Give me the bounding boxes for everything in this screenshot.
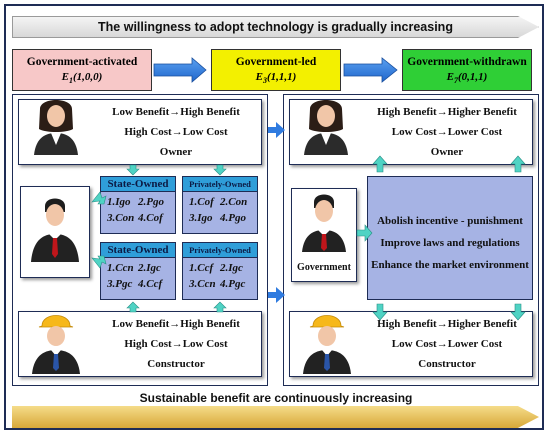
strategy-item: 3.Igo [189,212,213,224]
right-arrow-icon [356,224,373,242]
phase-government-led: Government-led E3(1,1,1) [211,49,341,91]
owner-benefit-text: High Benefit→Higher Benefit [377,106,517,118]
strategy-item: 2.Igc [220,262,243,274]
phase-title: Government-withdrawn [407,56,527,68]
strategy-item: 4.Ccf [138,278,163,290]
diagonal-arrow-icon [91,191,107,205]
government-actions-box: Abolish incentive - punishment Improve l… [367,176,533,300]
strategy-item: 4.Pgo [220,212,246,224]
privately-owned-constructor-box: Privately-Owned 1.Ccf 2.Igc 3.Ccn 4.Pgc [182,242,258,300]
phase-government-withdrawn: Government-withdrawn E7(0,1,1) [402,49,532,91]
constructor-benefit-text: Low Benefit→High Benefit [112,318,240,330]
bottom-banner-arrow [12,406,539,428]
action-abolish-incentive: Abolish incentive - punishment [377,215,523,227]
constructor-cost-text: Low Cost→Lower Cost [391,338,503,350]
box-header: Privately-Owned [183,177,257,192]
phase-title: Government-led [235,56,317,68]
phase-formula: E1(1,0,0) [61,71,103,86]
strategy-item: 1.Cof [189,196,214,208]
strategy-item: 2.Pgo [138,196,164,208]
strategy-item: 4.Cof [138,212,163,224]
phase-formula: E7(0,1,1) [446,71,488,86]
diagram-overlay [31,57,526,374]
government-avatar-icon [31,198,79,262]
government-label: Government [297,262,351,273]
down-arrow-icon [213,301,227,313]
constructor-role-label: Constructor [147,358,205,370]
constructor-benefit-text: High Benefit→Higher Benefit [377,318,517,330]
diagonal-arrow-icon [91,255,107,269]
constructor-cost-text: High Cost→Low Cost [124,338,228,350]
down-arrow-icon [126,301,140,313]
top-banner-arrow: The willingness to adopt technology is g… [12,16,539,38]
up-arrow-icon [510,155,526,173]
phase-arrow-icon [343,57,398,83]
phase-arrow-icon [153,57,207,83]
panel-arrow-icon [268,122,285,138]
bottom-banner-text: Sustainable benefit are continuously inc… [139,391,413,405]
strategy-item: 3.Con [107,212,135,224]
phase-title: Government-activated [26,56,138,68]
box-header: State-Owned [101,177,175,192]
state-owned-owner-box: State-Owned 1.Igo 2.Pgo 3.Con 4.Cof [100,176,176,234]
action-improve-laws: Improve laws and regulations [380,237,520,249]
owner-avatar-icon [34,100,78,155]
up-arrow-icon [126,164,140,176]
strategy-item: 1.Ccf [189,262,214,274]
box-header: Privately-Owned [183,243,257,258]
down-arrow-icon [510,303,526,321]
owner-cost-text: High Cost→Low Cost [124,126,228,138]
panel-arrow-icon [268,287,285,303]
action-enhance-market: Enhance the market environment [371,259,529,271]
phase-government-activated: Government-activated E1(1,0,0) [12,49,152,91]
strategy-item: 4.Pgc [220,278,246,290]
down-arrow-icon [372,303,388,321]
right-owner-card: High Benefit→Higher Benefit Low Cost→Low… [289,99,533,165]
phase-formula: E3(1,1,1) [255,71,297,86]
owner-role-label: Owner [430,146,464,158]
strategy-item: 1.Ccn [107,262,134,274]
constructor-role-label: Constructor [418,358,476,370]
strategy-item: 2.Igc [138,262,161,274]
owner-role-label: Owner [159,146,193,158]
constructor-avatar-icon [32,315,80,374]
strategy-item: 3.Pgc [107,278,133,290]
constructor-avatar-icon [303,315,351,374]
owner-benefit-text: Low Benefit→High Benefit [112,106,240,118]
box-header: State-Owned [101,243,175,258]
owner-avatar-icon [304,100,348,155]
privately-owned-owner-box: Privately-Owned 1.Cof 2.Con 3.Igo 4.Pgo [182,176,258,234]
strategy-item: 1.Igo [107,196,131,208]
up-arrow-icon [213,164,227,176]
strategy-item: 3.Ccn [189,278,216,290]
diagram-frame: The willingness to adopt technology is g… [4,4,544,430]
up-arrow-icon [372,155,388,173]
government-avatar-icon [302,194,346,252]
state-owned-constructor-box: State-Owned 1.Ccn 2.Igc 3.Pgc 4.Ccf [100,242,176,300]
owner-cost-text: Low Cost→Lower Cost [391,126,503,138]
top-banner-text: The willingness to adopt technology is g… [98,20,453,34]
strategy-item: 2.Con [220,196,248,208]
